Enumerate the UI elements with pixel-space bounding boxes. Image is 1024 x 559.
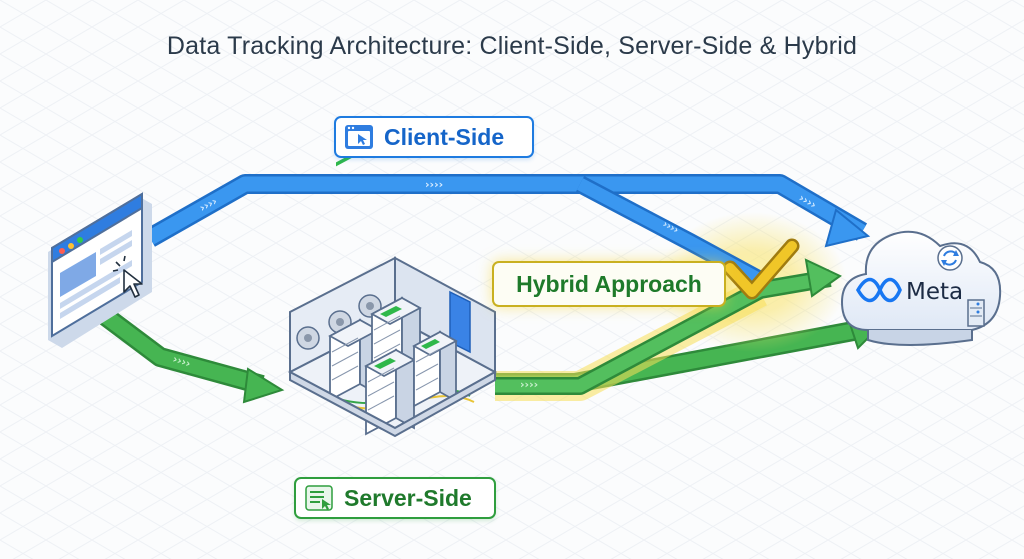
browser-to-server-path: ›››› [94,304,285,404]
server-list-icon [305,485,333,511]
server-path-chevrons: ›››› [520,378,538,391]
server-to-hybrid-path [495,258,842,395]
server-side-label: Server-Side [294,477,496,519]
diagram-title: Data Tracking Architecture: Client-Side,… [166,32,858,60]
browser-cursor-icon [345,125,373,149]
hybrid-approach-text: Hybrid Approach [516,270,702,297]
meta-cloud-icon [840,230,1002,346]
svg-text:››››: ›››› [425,178,443,191]
client-side-label: Client-Side [334,116,534,158]
client-side-text: Client-Side [384,123,505,150]
meta-label: Meta [906,279,963,305]
checkmark-icon [722,238,800,300]
server-side-text: Server-Side [344,484,472,511]
svg-text:››››: ›››› [171,352,192,370]
server-room-icon [287,152,498,438]
browser-window-icon [48,192,152,348]
hybrid-approach-label: Hybrid Approach [492,261,726,307]
client-to-meta-path: ›››› ›››› ›››› [145,174,871,248]
